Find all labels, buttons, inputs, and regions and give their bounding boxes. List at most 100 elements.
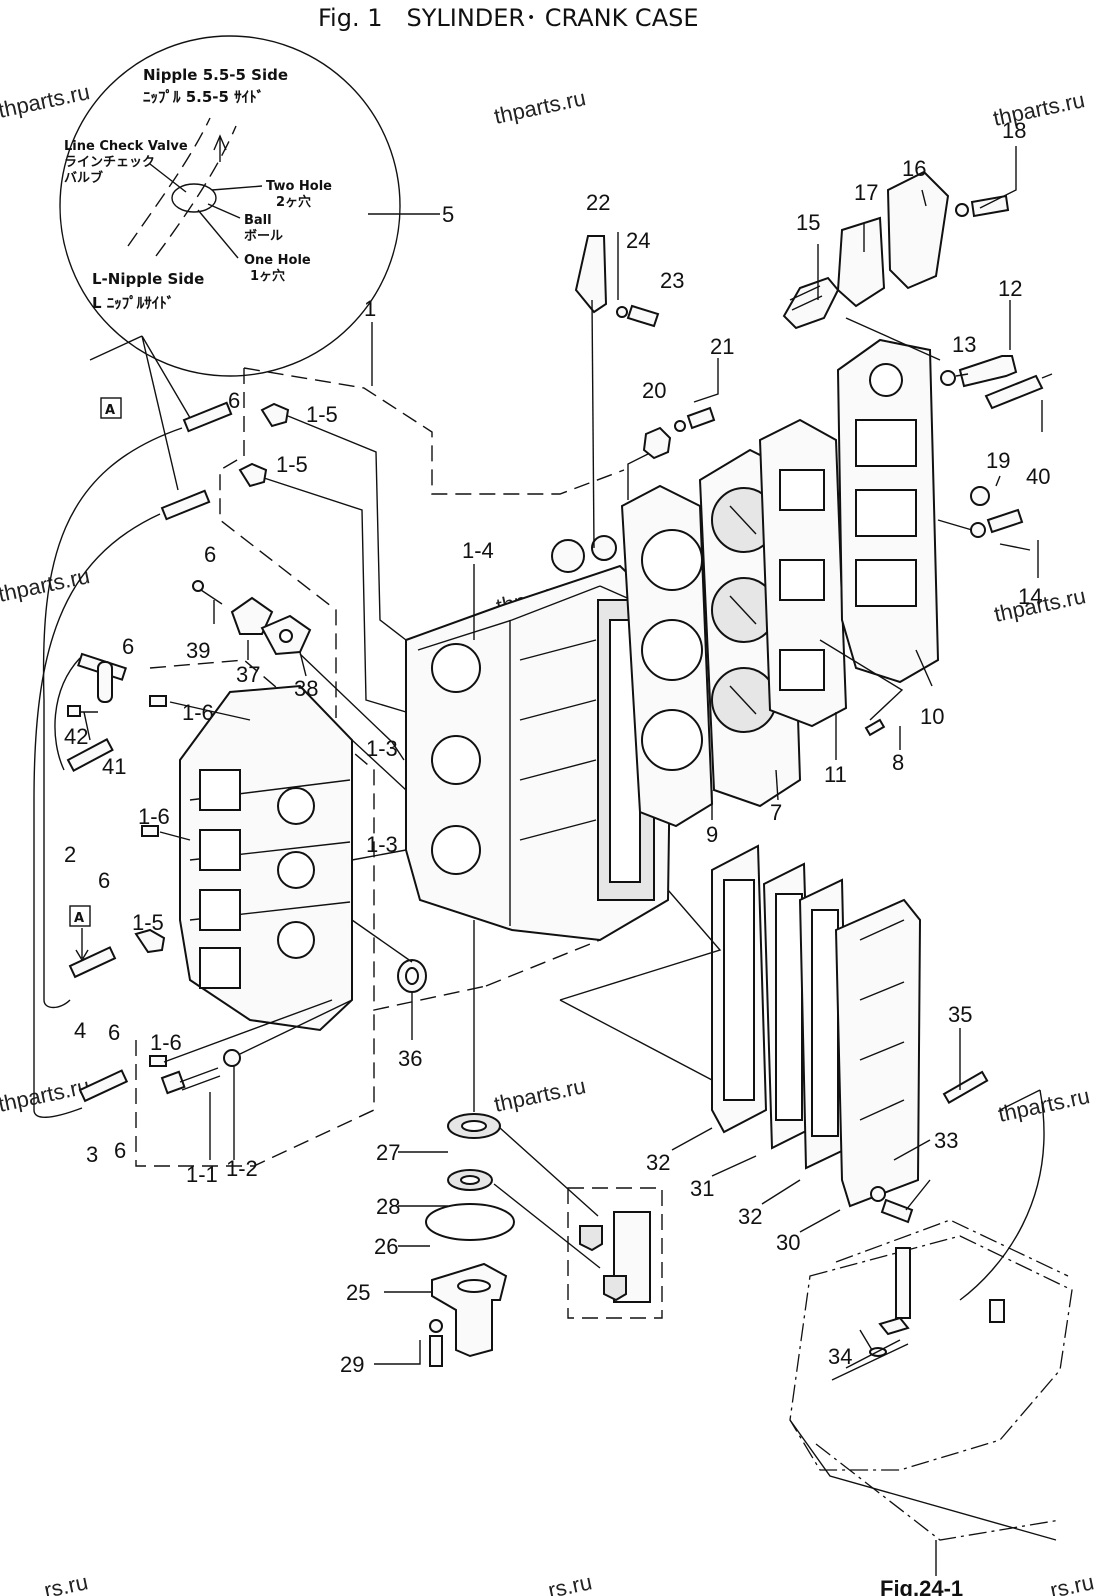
marker-a-label: A xyxy=(74,911,84,926)
callout-37: 37 xyxy=(236,662,260,687)
callout-labels: 1 1-1 1-2 1-3 1-3 1-4 1-5 1-5 1-5 1-6 1-… xyxy=(64,118,1050,1377)
inset-ball-jp: ボール xyxy=(244,228,283,244)
callout-16: 16 xyxy=(902,156,926,181)
callout-21: 21 xyxy=(710,334,734,359)
callout-1-4: 1-4 xyxy=(462,538,494,563)
watermark-partial: rs.ru xyxy=(546,1569,594,1596)
callout-14: 14 xyxy=(1018,584,1042,609)
inset-two-hole-jp: 2ヶ穴 xyxy=(276,194,311,210)
inset-ref-number: 5 xyxy=(442,202,454,227)
callout-28: 28 xyxy=(376,1194,400,1219)
callout-36: 36 xyxy=(398,1046,422,1071)
callout-6: 6 xyxy=(228,388,240,413)
callout-1-3: 1-3 xyxy=(366,832,398,857)
inset-one-hole-en: One Hole xyxy=(244,253,311,268)
inset-two-hole-en: Two Hole xyxy=(266,179,332,194)
callout-7: 7 xyxy=(770,800,782,825)
callout-12: 12 xyxy=(998,276,1022,301)
callout-34: 34 xyxy=(828,1344,852,1369)
watermark: thparts.ru xyxy=(492,1073,588,1117)
watermark: thparts.ru xyxy=(0,563,92,607)
head-gasket xyxy=(620,484,714,828)
crank-case xyxy=(179,684,407,1032)
callout-4: 4 xyxy=(74,1018,86,1043)
callout-1-6: 1-6 xyxy=(150,1030,182,1055)
callout-20: 20 xyxy=(642,378,666,403)
marker-a-bottom: A xyxy=(69,905,91,962)
exhaust-plates xyxy=(559,639,989,1224)
callout-38: 38 xyxy=(294,676,318,701)
cover-and-gasket xyxy=(192,580,405,761)
callout-17: 17 xyxy=(854,180,878,205)
inset-bottom-label-jp: L ﾆｯﾌﾟﾙｻｲﾄﾞ xyxy=(92,294,174,312)
lower-case-reference xyxy=(789,1089,1073,1576)
callout-24: 24 xyxy=(626,228,650,253)
callout-42: 42 xyxy=(64,724,88,749)
callout-2: 2 xyxy=(64,842,76,867)
fittings xyxy=(134,402,407,1067)
callout-1-5: 1-5 xyxy=(306,402,338,427)
callout-35: 35 xyxy=(948,1002,972,1027)
inset-valve-label-jp2: バルブ xyxy=(64,170,103,186)
callout-27: 27 xyxy=(376,1140,400,1165)
callout-23: 23 xyxy=(660,268,684,293)
inset-valve-label-jp1: ラインチェック xyxy=(64,155,155,170)
callout-41: 41 xyxy=(102,754,126,779)
callout-1-6: 1-6 xyxy=(182,700,214,725)
inset-line-check-valve: Nipple 5.5-5 Side ﾆｯﾌﾟﾙ 5.5-5 ｻｲﾄﾞ Line … xyxy=(59,35,454,491)
callout-11: 11 xyxy=(824,762,847,787)
callout-40: 40 xyxy=(1026,464,1050,489)
callout-6: 6 xyxy=(108,1020,120,1045)
callout-29: 29 xyxy=(340,1352,364,1377)
watermark: thparts.ru xyxy=(0,1073,92,1117)
callout-6: 6 xyxy=(122,634,134,659)
callout-13: 13 xyxy=(952,332,976,357)
callout-15: 15 xyxy=(796,210,820,235)
marker-a-top: A xyxy=(100,397,122,419)
leader-lines xyxy=(83,146,1043,1365)
callout-10: 10 xyxy=(920,704,944,729)
figure-title: Fig. 1 SYLINDER･ CRANK CASE xyxy=(318,4,699,32)
inset-top-label-jp: ﾆｯﾌﾟﾙ 5.5-5 ｻｲﾄﾞ xyxy=(143,88,264,106)
inset-top-label-en: Nipple 5.5-5 Side xyxy=(143,66,288,84)
callout-26: 26 xyxy=(374,1234,398,1259)
lower-seal-group xyxy=(425,920,663,1367)
watermark: thparts.ru xyxy=(492,85,588,129)
figure-reference: Fig.24-1 xyxy=(880,1576,963,1596)
watermark-partial: rs.ru xyxy=(42,1569,90,1596)
marker-a-label: A xyxy=(105,403,115,418)
callout-8: 8 xyxy=(892,750,904,775)
callout-1-5: 1-5 xyxy=(276,452,308,477)
hose-lines xyxy=(33,427,183,1118)
inset-valve-label-en: Line Check Valve xyxy=(64,139,188,154)
callout-32: 32 xyxy=(738,1204,762,1229)
callout-1-2: 1-2 xyxy=(226,1156,258,1181)
callout-33: 33 xyxy=(934,1128,958,1153)
callout-6: 6 xyxy=(98,868,110,893)
callout-1-1: 1-1 xyxy=(186,1162,218,1187)
callout-9: 9 xyxy=(706,822,718,847)
callout-3: 3 xyxy=(86,1142,98,1167)
callout-19: 19 xyxy=(986,448,1010,473)
oil-seal xyxy=(351,919,427,993)
watermark: thparts.ru xyxy=(0,79,92,123)
callout-1-5: 1-5 xyxy=(132,910,164,935)
inset-ball-en: Ball xyxy=(244,213,272,228)
callout-18: 18 xyxy=(1002,118,1026,143)
inset-one-hole-jp: 1ヶ穴 xyxy=(250,268,285,284)
bolts-lower-left xyxy=(67,661,353,1095)
watermark-partial: rs.ru xyxy=(1048,1569,1096,1596)
cylinder-block xyxy=(405,535,674,942)
callout-6: 6 xyxy=(114,1138,126,1163)
bracket-group xyxy=(574,235,716,549)
callout-1-6: 1-6 xyxy=(138,804,170,829)
callout-22: 22 xyxy=(586,190,610,215)
callout-31: 31 xyxy=(690,1176,714,1201)
callout-1-3: 1-3 xyxy=(366,736,398,761)
callout-6: 6 xyxy=(204,542,216,567)
callout-39: 39 xyxy=(186,638,210,663)
callout-30: 30 xyxy=(776,1230,800,1255)
head-cover xyxy=(836,338,940,684)
head-cover-gasket xyxy=(758,418,848,728)
